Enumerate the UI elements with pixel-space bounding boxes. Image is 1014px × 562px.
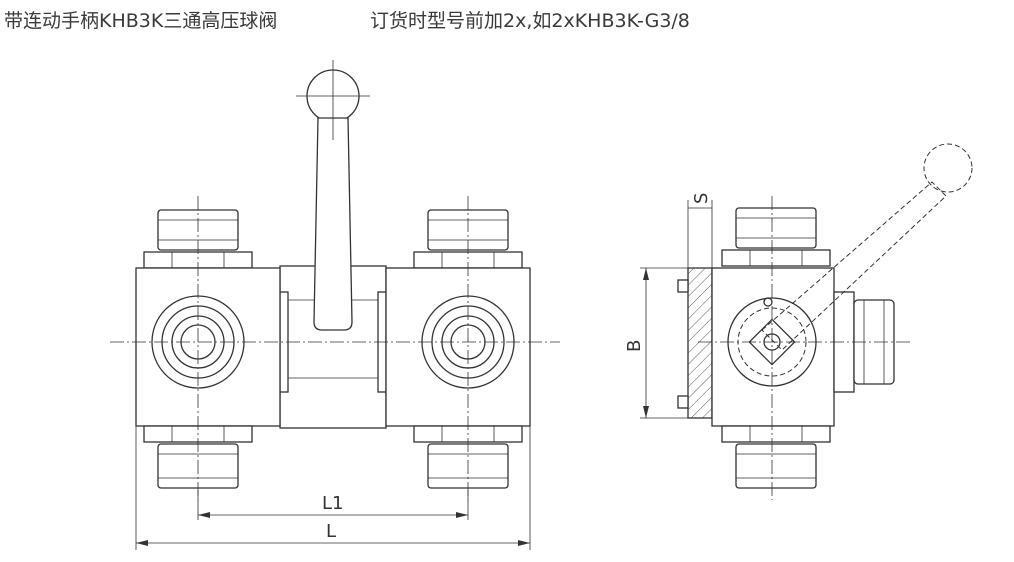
dimension-l1: L1 [197, 490, 469, 520]
dimension-s-label: S [691, 193, 712, 204]
dimension-l: L [135, 426, 531, 550]
dimension-s: S [687, 193, 713, 268]
left-valve-body [135, 196, 281, 500]
front-handle [296, 60, 370, 331]
dimension-b-label: B [624, 340, 645, 352]
side-valve-body [711, 207, 895, 489]
caption-order-note: 订货时型号前加2x,如2xKHB3K-G3/8 [370, 10, 690, 32]
dimension-l1-label: L1 [322, 493, 343, 514]
side-flange-plate [677, 267, 713, 419]
caption-title: 带连动手柄KHB3K三通高压球阀 [4, 10, 278, 32]
side-handle [761, 143, 973, 351]
right-valve-body [385, 196, 531, 500]
dimension-l-label: L [326, 521, 336, 542]
front-view: L1 L [110, 60, 560, 550]
dimension-b: B [624, 267, 688, 419]
side-view: S B [624, 143, 973, 500]
